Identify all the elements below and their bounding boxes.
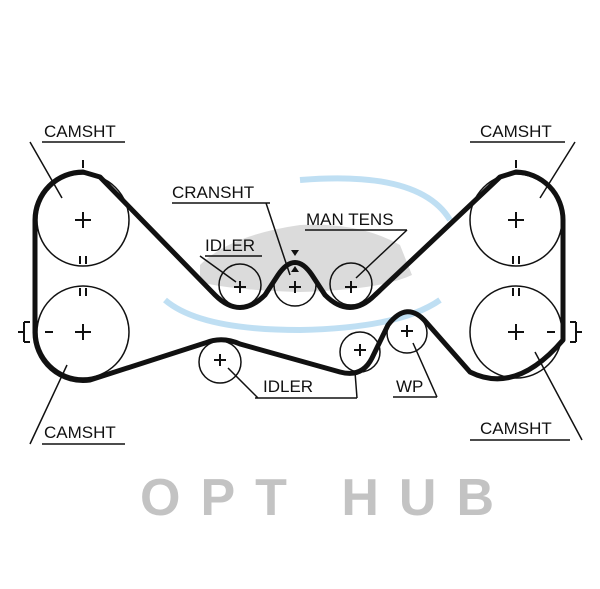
label-camshaft-bottom-left: CAMSHT — [44, 423, 116, 442]
label-crankshaft: CRANSHT — [172, 183, 254, 202]
idler-upper-pulley — [218, 263, 262, 307]
label-camshaft-bottom-right: CAMSHT — [480, 419, 552, 438]
manual-tensioner-pulley — [329, 262, 373, 306]
label-idler-upper: IDLER — [205, 236, 255, 255]
leader-lines — [29, 141, 583, 445]
label-manual-tensioner: MAN TENS — [306, 210, 394, 229]
watermark-logo: OPT HUB — [140, 175, 514, 527]
label-water-pump: WP — [396, 377, 423, 396]
label-camshaft-top-left: CAMSHT — [44, 122, 116, 141]
camshaft-bottom-right-pulley — [469, 285, 563, 379]
crankshaft-pulley — [273, 263, 317, 307]
timing-belt — [32, 169, 566, 383]
watermark-text: OPT HUB — [140, 469, 514, 527]
label-camshaft-top-right: CAMSHT — [480, 122, 552, 141]
camshaft-top-right-pulley — [469, 173, 563, 267]
idler-lower-right-pulley — [339, 331, 381, 373]
camshaft-bottom-left-pulley — [36, 285, 130, 379]
watermark-swoosh-top — [299, 175, 453, 222]
label-idler-lower: IDLER — [263, 377, 313, 396]
water-pump-pulley — [386, 312, 428, 354]
camshaft-top-left-pulley — [36, 173, 130, 267]
idler-lower-left-pulley — [198, 340, 242, 384]
car-silhouette — [200, 224, 412, 292]
pulley-center-marks — [18, 160, 582, 366]
